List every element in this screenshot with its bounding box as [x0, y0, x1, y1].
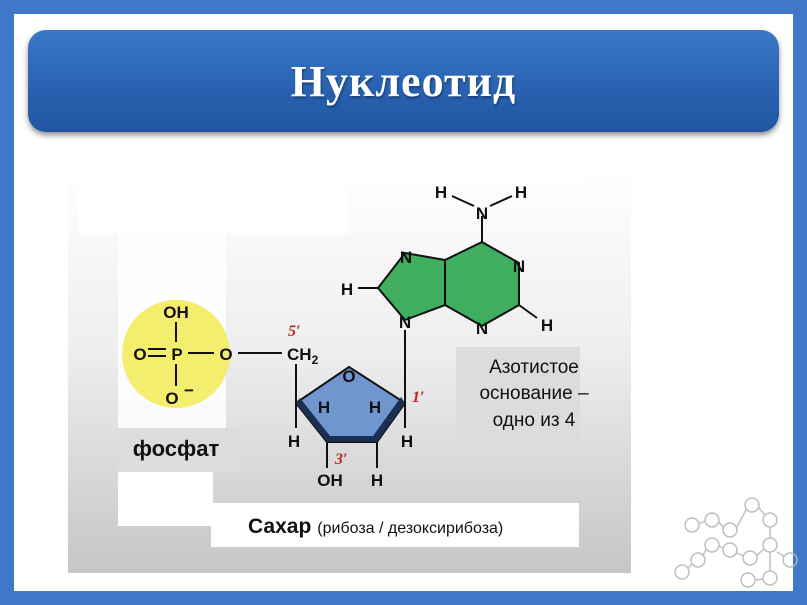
atom-ch2: CH2 — [287, 345, 319, 367]
atom-phosphate-o-right: O — [219, 345, 232, 364]
atom-phosphate-minus: − — [184, 381, 194, 400]
carbon-label-3: 3′ — [334, 451, 348, 468]
atom-phosphate-p: P — [171, 345, 182, 364]
phosphate-circle — [122, 300, 230, 408]
atom-base-h2: H — [541, 316, 553, 335]
mask-panel-top-left — [78, 177, 348, 233]
atom-phosphate-o-minus: O — [165, 389, 178, 408]
mask-panel-top — [348, 177, 580, 185]
atom-sugar-h-out-left: H — [288, 432, 300, 451]
atom-sugar-h-in-right: H — [369, 398, 381, 417]
carbon-label-5: 5′ — [288, 323, 301, 340]
atom-base-n7: N — [400, 248, 412, 267]
atom-base-n9: N — [399, 313, 411, 332]
base-five-ring — [376, 251, 446, 322]
phosphate-label-box — [118, 428, 241, 472]
atom-sugar-h-in-left: H — [318, 398, 330, 417]
base-label-box — [456, 347, 580, 442]
atom-phosphate-oh: OH — [163, 303, 189, 322]
carbon-label-1: 1′ — [412, 389, 425, 406]
atom-base-n-amino: N — [476, 204, 488, 223]
atom-sugar-oh: OH — [317, 471, 343, 490]
bond-c2-h-base — [518, 304, 538, 319]
atom-sugar-h-bottom: H — [371, 471, 383, 490]
atom-phosphate-o-left: O — [133, 345, 146, 364]
atom-base-h-top-left: H — [435, 183, 447, 202]
sugar-label-box — [211, 503, 579, 547]
sugar-ring-edge — [296, 397, 405, 442]
molecule-watermark-icon — [674, 497, 798, 588]
bond-n-h-right — [489, 195, 513, 207]
atom-base-n3: N — [476, 319, 488, 338]
base-label-line2: основание – — [479, 383, 589, 404]
atom-sugar-o: O — [342, 367, 355, 386]
sugar-label: Сахар(рибоза / дезоксирибоза) — [248, 515, 503, 538]
title-banner: Нуклеотид — [28, 30, 779, 132]
base-six-ring — [444, 240, 520, 328]
base-label-line3: одно из 4 — [493, 410, 576, 431]
atom-base-h-top-right: H — [515, 183, 527, 202]
atom-base-h8: H — [341, 280, 353, 299]
atom-sugar-h-out-right: H — [401, 432, 413, 451]
base-label-line1: Азотистое — [489, 357, 579, 378]
atom-base-n1: N — [513, 257, 525, 276]
mask-panel-bottom-left — [118, 472, 213, 526]
bond-n-h-left — [451, 195, 475, 207]
phosphate-label: фосфат — [133, 436, 220, 461]
slide-title: Нуклеотид — [290, 56, 517, 106]
